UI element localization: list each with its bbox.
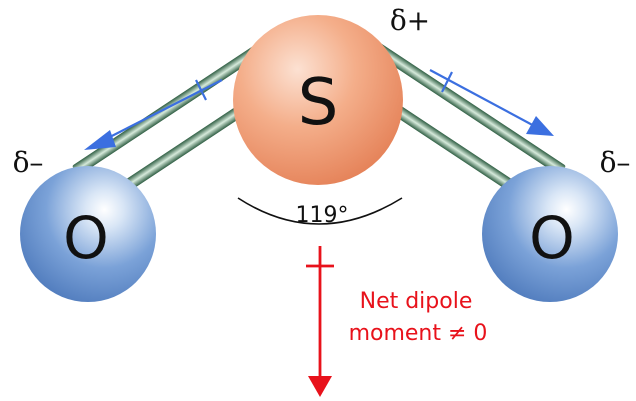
oxygen-atom-right [482,166,618,302]
left-oxygen-charge-label: δ– [13,146,44,179]
sulfur-charge-label: δ+ [390,4,430,37]
right-bond-dipole-arrow [429,69,554,136]
net-dipole-label-line1: Net dipole [360,289,473,314]
oxygen-right-symbol: O [529,204,575,272]
sulfur-symbol: S [298,66,339,140]
bond-right-lower [372,42,566,176]
left-bond-dipole-arrow [84,79,223,150]
bond-left-upper [72,42,266,176]
oxygen-left-symbol: O [63,204,109,272]
oxygen-atom-left [20,166,156,302]
bond-angle-arc [237,197,403,225]
bond-angle-label: 119° [296,203,349,228]
net-dipole-arrow [306,246,334,397]
sulfur-atom [233,15,403,185]
right-oxygen-charge-label: δ– [600,146,631,179]
net-dipole-label-line2: moment ≠ 0 [349,321,488,346]
